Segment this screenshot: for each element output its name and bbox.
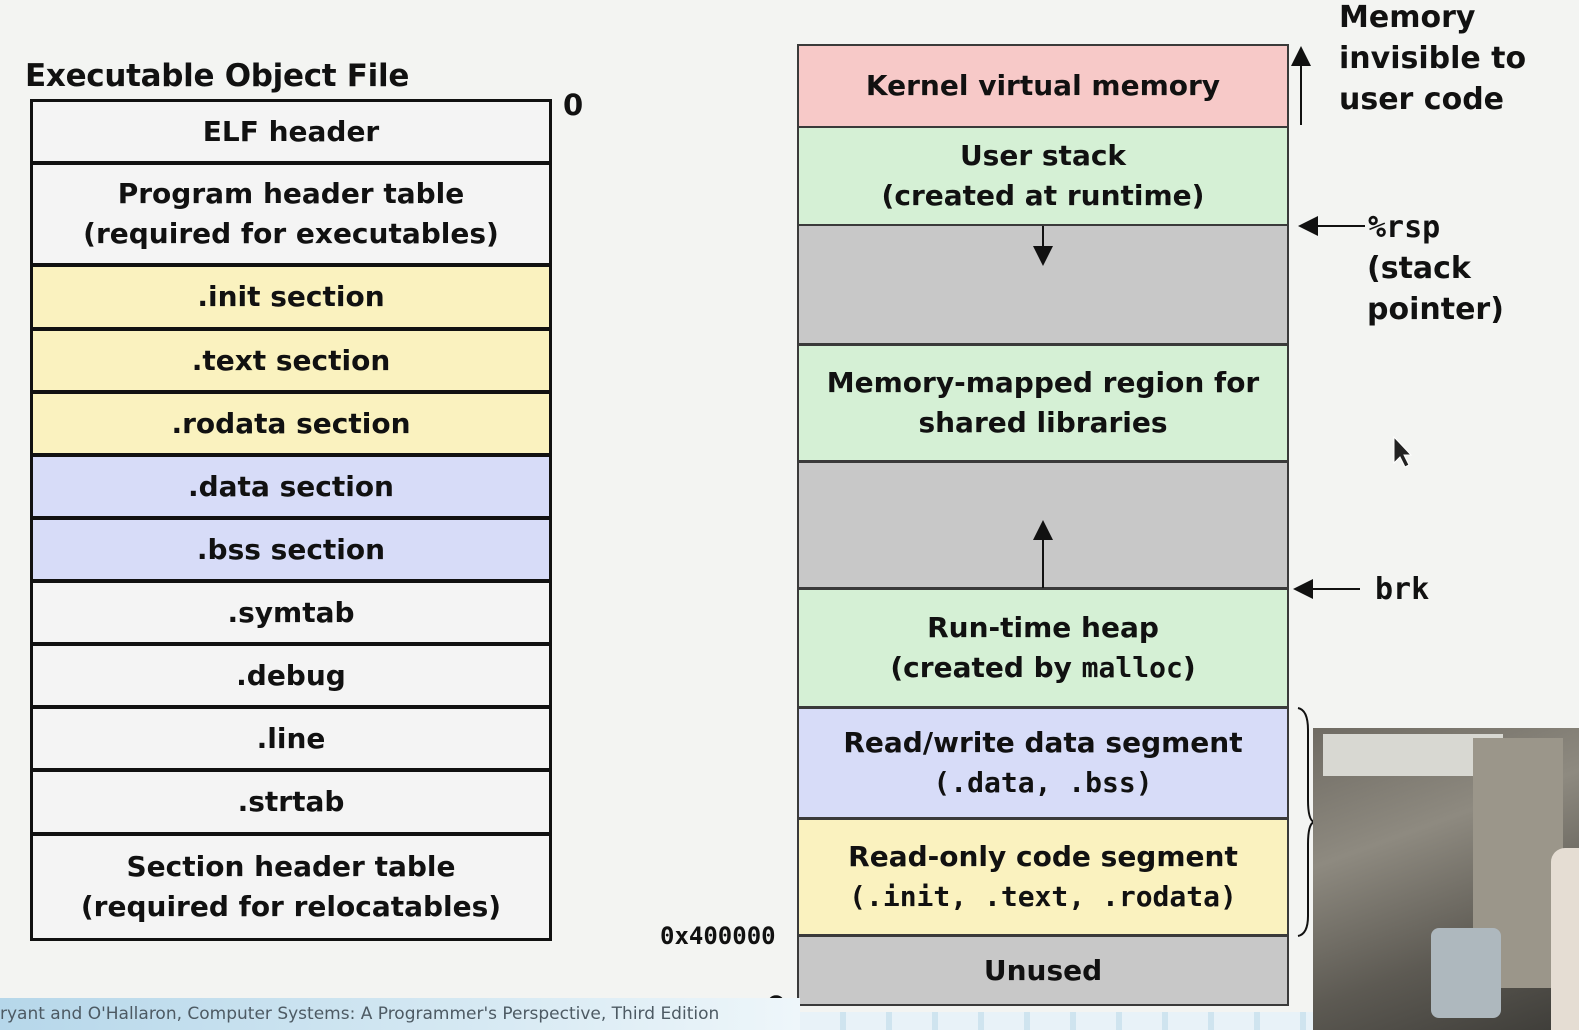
rw-label: Read/write data segment xyxy=(843,726,1243,759)
elf-row-label: .line xyxy=(256,721,326,755)
lecture-video-thumbnail xyxy=(1313,728,1579,1030)
user-stack-label: User stack xyxy=(959,139,1127,172)
stack-pointer-label: (stack pointer) xyxy=(1367,251,1504,327)
elf-row: .init section xyxy=(33,267,549,331)
elf-row: .data section xyxy=(33,457,549,520)
heap-label: Run-time heap xyxy=(927,611,1159,644)
heap-note: (created by malloc) xyxy=(890,651,1196,684)
footer-bar xyxy=(0,998,800,1030)
mmap-label-2: shared libraries xyxy=(918,406,1168,439)
elf-row-note: (required for relocatables) xyxy=(80,890,502,923)
elf-row-label: ELF header xyxy=(202,114,380,148)
ro-sections: (.init, .text, .rodata) xyxy=(849,880,1237,913)
elf-row: .strtab xyxy=(33,772,549,836)
kernel-label: Kernel virtual memory xyxy=(865,69,1221,102)
read-write-segment: Read/write data segment (.data, .bss) xyxy=(799,709,1287,817)
elf-row-label: Section header table xyxy=(126,850,456,883)
runtime-heap: Run-time heap (created by malloc) xyxy=(799,590,1287,706)
unused-region: Unused xyxy=(799,937,1287,1004)
unused-label: Unused xyxy=(983,953,1103,987)
elf-row-label: .strtab xyxy=(237,785,345,818)
memory-layout: Kernel virtual memory User stack (create… xyxy=(797,44,1289,1006)
elf-row: .rodata section xyxy=(33,394,549,457)
elf-row-label: .symtab xyxy=(227,595,355,629)
mmap-label: Memory-mapped region for xyxy=(826,366,1260,399)
elf-row: .symtab xyxy=(33,583,549,646)
loaded-segments-brace xyxy=(1297,707,1318,937)
elf-row-label: .bss section xyxy=(196,532,386,566)
elf-row: .text section xyxy=(33,331,549,394)
elf-offset-zero: 0 xyxy=(563,88,584,122)
user-stack-note: (created at runtime) xyxy=(881,179,1205,212)
kernel-virtual-memory: Kernel virtual memory xyxy=(799,46,1287,126)
elf-row-note: (required for executables) xyxy=(83,217,499,250)
ro-label: Read-only code segment xyxy=(848,840,1238,873)
elf-row-label: .init section xyxy=(197,280,385,313)
rsp-label: %rsp xyxy=(1368,210,1441,245)
brk-label: brk xyxy=(1375,572,1430,607)
elf-title: Executable Object File xyxy=(25,58,410,94)
invisible-to-user-label: Memory invisible to user code xyxy=(1339,0,1527,117)
elf-row-label: Program header table xyxy=(117,177,465,210)
elf-row: .debug xyxy=(33,646,549,709)
user-stack: User stack (created at runtime) xyxy=(799,128,1287,224)
slide-title-fragment: ▀▀▀▀▀▀▀▀▀ xyxy=(0,0,1579,8)
address-0x400000: 0x400000 xyxy=(660,922,776,950)
elf-row: Section header table (required for reloca… xyxy=(33,836,549,938)
elf-row: ELF header xyxy=(33,102,549,165)
read-only-segment: Read-only code segment (.init, .text, .r… xyxy=(799,820,1287,934)
shared-libraries-region: Memory-mapped region for shared librarie… xyxy=(799,346,1287,460)
elf-row: Program header table (required for execut… xyxy=(33,165,549,267)
elf-row: .line xyxy=(33,709,549,772)
elf-row-label: .rodata section xyxy=(171,406,411,440)
elf-row-label: .data section xyxy=(187,469,394,503)
footer-citation: ryant and O'Hallaron, Computer Systems: … xyxy=(0,1004,720,1024)
elf-row: .bss section xyxy=(33,520,549,583)
rw-sections: (.data, .bss) xyxy=(933,766,1153,799)
elf-row-label: .text section xyxy=(191,343,391,377)
elf-row-label: .debug xyxy=(236,658,346,692)
